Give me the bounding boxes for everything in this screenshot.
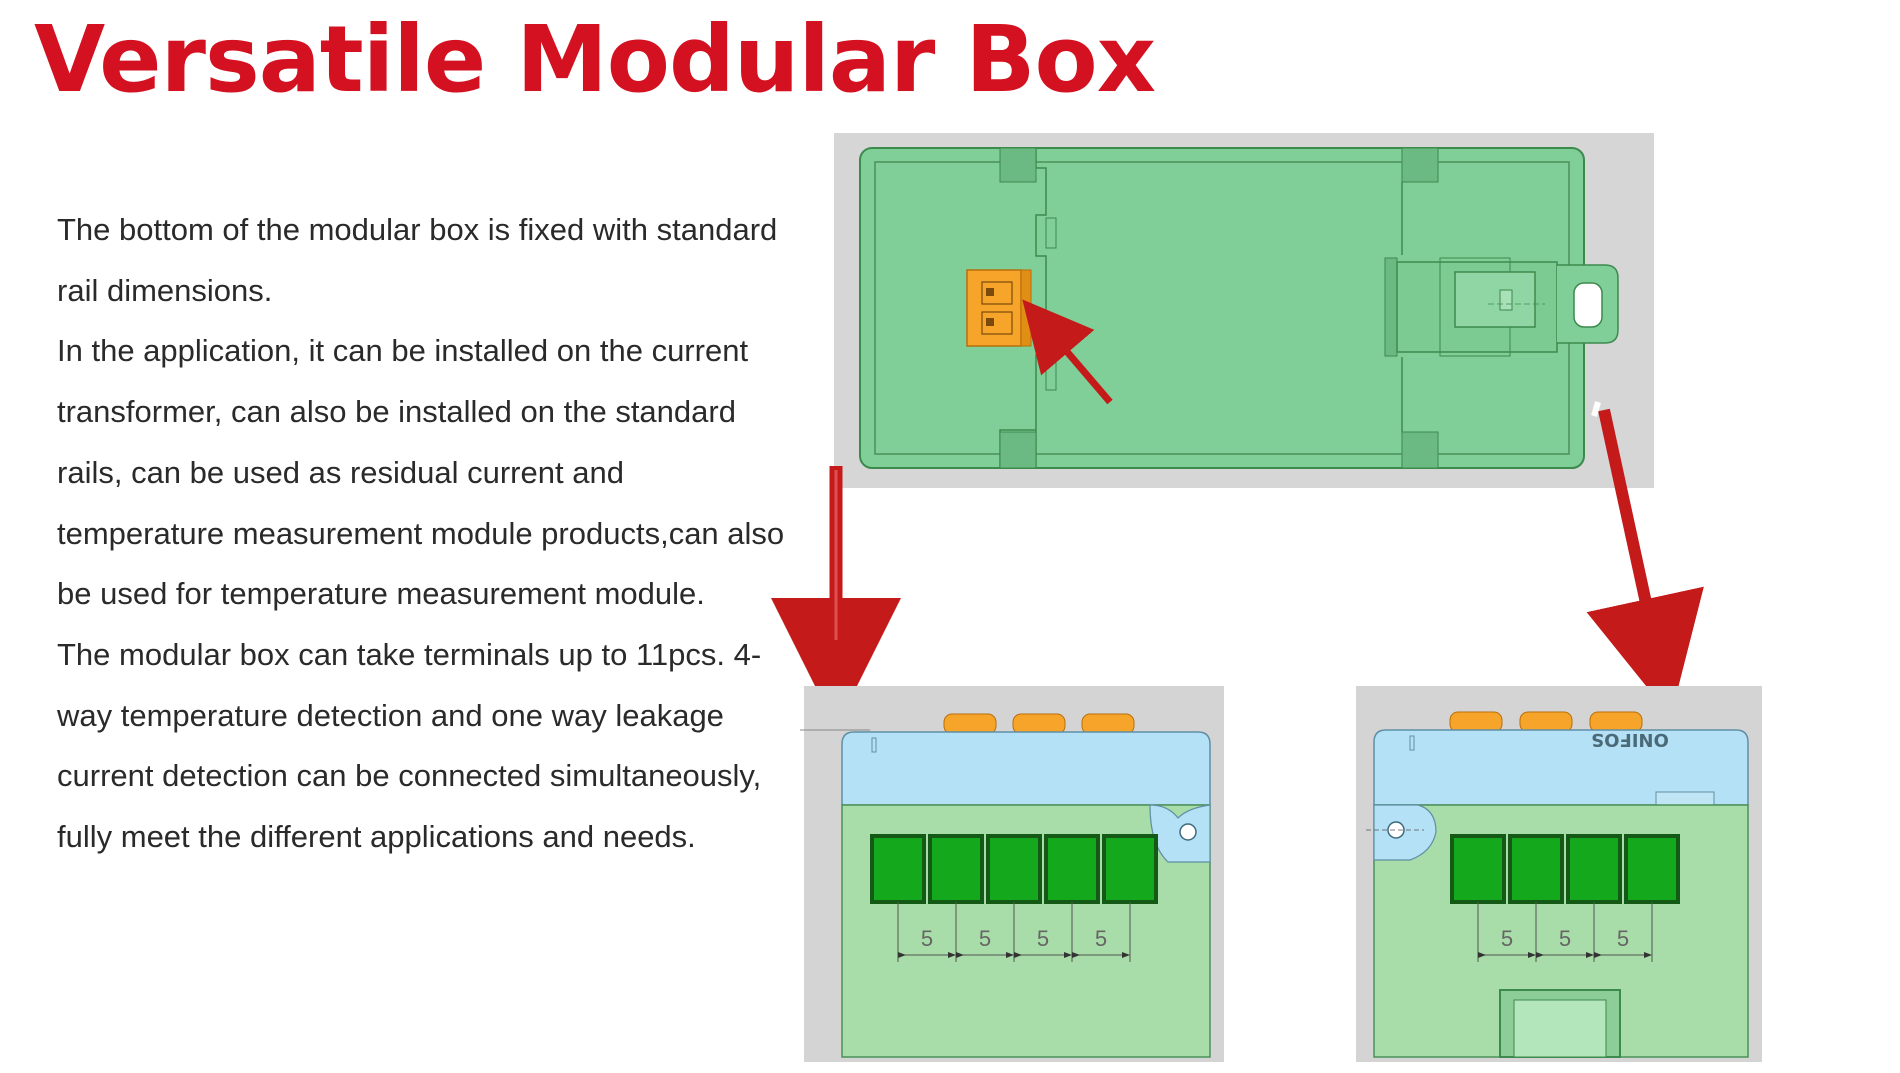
paragraph-rail: The bottom of the modular box is fixed w… <box>57 212 778 308</box>
right-down-arrow <box>1586 408 1704 717</box>
corner-block <box>1401 147 1439 183</box>
rib-notch <box>1045 217 1057 249</box>
corner-block <box>1401 431 1439 469</box>
corner-block <box>999 431 1037 469</box>
pitch-label: 5 <box>1501 926 1513 951</box>
mirrored-logo: ONIFOS <box>1591 729 1669 750</box>
pitch-label: 5 <box>1095 926 1107 951</box>
terminal-connector <box>966 269 1022 347</box>
pitch-label: 5 <box>1617 926 1629 951</box>
description-text: The bottom of the modular box is fixed w… <box>57 200 797 868</box>
terminal-window <box>1044 834 1100 904</box>
top-terminal <box>1012 713 1066 735</box>
right-dimension-lines <box>1477 902 1653 962</box>
corner-block <box>999 147 1037 183</box>
pitch-label: 5 <box>1559 926 1571 951</box>
cover-mark <box>871 737 877 753</box>
cover-blue <box>1373 729 1749 806</box>
cover-mark <box>1409 735 1415 751</box>
connector-pointer-arrow <box>1022 299 1113 405</box>
paragraph-application: In the application, it can be installed … <box>57 333 785 612</box>
left-dimension-lines <box>897 902 1131 962</box>
rail-clip-slider <box>1454 271 1536 328</box>
arrow-gap <box>1591 401 1601 417</box>
mount-ear <box>1373 804 1437 861</box>
terminal-window <box>986 834 1042 904</box>
clip-loop-hole <box>1573 282 1603 328</box>
bottom-slot-inner <box>1513 999 1607 1058</box>
terminal-window <box>1102 834 1158 904</box>
connector-slot <box>981 311 1013 335</box>
terminal-window <box>1624 834 1680 904</box>
left-pitch-labels: 5 5 5 5 <box>921 926 1107 951</box>
top-terminal <box>1449 711 1503 733</box>
terminal-window <box>870 834 926 904</box>
cover-blue <box>841 731 1211 806</box>
pitch-label: 5 <box>1037 926 1049 951</box>
terminal-window <box>1450 834 1506 904</box>
clip-guide <box>1384 257 1398 357</box>
page-title: Versatile Modular Box <box>34 6 1156 113</box>
terminal-window <box>1508 834 1564 904</box>
connector-pin <box>986 318 994 326</box>
terminal-window <box>928 834 984 904</box>
slider-stop <box>1499 289 1513 311</box>
mount-hole <box>1179 823 1197 841</box>
mount-hole <box>1387 821 1405 839</box>
right-front-view: ONIFOS 5 5 5 <box>1356 686 1762 1062</box>
top-terminal <box>1519 711 1573 733</box>
connector-pin <box>986 288 994 296</box>
top-view-box <box>834 133 1654 488</box>
left-terminal-windows <box>870 834 1158 904</box>
paragraph-terminals: The modular box can take terminals up to… <box>57 636 762 855</box>
top-terminal <box>1589 711 1643 733</box>
top-terminal <box>943 713 997 735</box>
pitch-label: 5 <box>921 926 933 951</box>
right-pitch-labels: 5 5 5 <box>1501 926 1629 951</box>
cover-step <box>1655 791 1715 806</box>
terminal-window <box>1566 834 1622 904</box>
top-terminal <box>1081 713 1135 735</box>
terminal-connector-edge <box>1020 269 1032 347</box>
pitch-label: 5 <box>979 926 991 951</box>
left-front-view: 5 5 5 5 <box>800 686 1224 1062</box>
connector-slot <box>981 281 1013 305</box>
